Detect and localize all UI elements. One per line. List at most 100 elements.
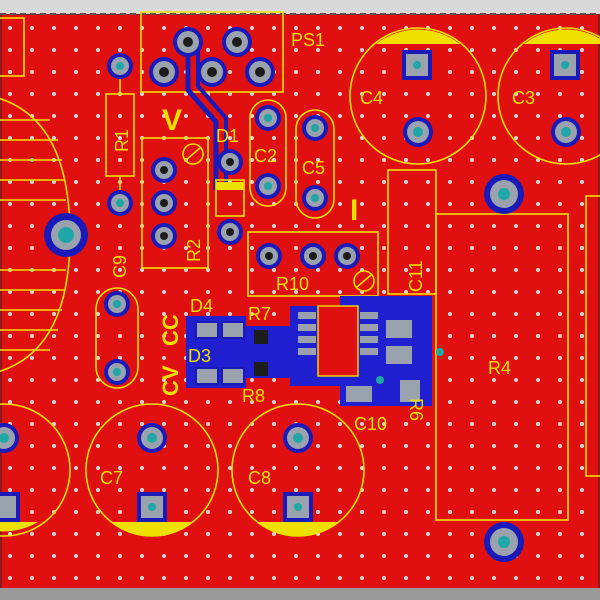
stitching-via [30, 554, 34, 558]
stitching-via [140, 400, 144, 404]
c4-outline [349, 27, 487, 165]
stitching-via [382, 488, 386, 492]
stitching-via [426, 290, 430, 294]
stitching-via [250, 532, 254, 536]
stitching-via [162, 334, 166, 338]
stitching-via [536, 26, 540, 30]
stitching-via [382, 422, 386, 426]
stitching-via [492, 422, 496, 426]
stitching-via [118, 554, 122, 558]
stitching-via [294, 466, 298, 470]
stitching-via [536, 290, 540, 294]
stitching-via [492, 114, 496, 118]
stitching-via [8, 356, 12, 360]
stitching-via [448, 356, 452, 360]
stitching-via [448, 532, 452, 536]
stitching-via [30, 532, 34, 536]
stitching-via [448, 136, 452, 140]
stitching-via [580, 400, 584, 404]
stitching-via [316, 422, 320, 426]
stitching-via [536, 246, 540, 250]
stitching-via [580, 510, 584, 514]
i-label: I [350, 194, 358, 227]
stitching-via [536, 312, 540, 316]
stitching-via [382, 180, 386, 184]
stitching-via [448, 334, 452, 338]
stitching-via [118, 488, 122, 492]
stitching-via [74, 488, 78, 492]
stitching-via [470, 444, 474, 448]
stitching-via [580, 224, 584, 228]
stitching-via [536, 510, 540, 514]
stitching-via [360, 114, 364, 118]
stitching-via [558, 422, 562, 426]
stitching-via [382, 246, 386, 250]
stitching-via [360, 554, 364, 558]
c8-label: C8 [248, 468, 271, 488]
stitching-via [338, 510, 342, 514]
stitching-via [514, 158, 518, 162]
stitching-via [492, 356, 496, 360]
stitching-via [294, 70, 298, 74]
stitching-via [250, 466, 254, 470]
stitching-via [338, 532, 342, 536]
stitching-via [250, 246, 254, 250]
stitching-via [470, 224, 474, 228]
stitching-via [52, 532, 56, 536]
stitching-via [30, 290, 34, 294]
stitching-via [294, 290, 298, 294]
stitching-via [8, 92, 12, 96]
stitching-via [382, 48, 386, 52]
stitching-via [514, 26, 518, 30]
stitching-via [140, 378, 144, 382]
stitching-via [184, 466, 188, 470]
stitching-via [558, 400, 562, 404]
stitching-via [52, 444, 56, 448]
r2-adjust-screw [182, 143, 204, 165]
stitching-via [162, 422, 166, 426]
stitching-via [52, 114, 56, 118]
stitching-via [228, 444, 232, 448]
stitching-via [96, 312, 100, 316]
stitching-via [8, 334, 12, 338]
stitching-via [316, 576, 320, 580]
stitching-via [316, 488, 320, 492]
stitching-via [558, 554, 562, 558]
stitching-via [294, 554, 298, 558]
stitching-via [30, 224, 34, 228]
r4-outline [435, 213, 569, 521]
stitching-via [294, 114, 298, 118]
r4-label: R4 [488, 358, 511, 378]
stitching-via [360, 532, 364, 536]
stitching-via [558, 224, 562, 228]
stitching-via [96, 510, 100, 514]
cc-label: CC [158, 314, 183, 346]
stitching-via [272, 422, 276, 426]
stitching-via [514, 334, 518, 338]
stitching-via [30, 246, 34, 250]
heatsink-fins [0, 119, 66, 351]
stitching-via [228, 576, 232, 580]
stitching-via [162, 268, 166, 272]
stitching-via [52, 48, 56, 52]
stitching-via [8, 378, 12, 382]
stitching-via [8, 202, 12, 206]
c5-outline [295, 109, 335, 219]
stitching-via [96, 268, 100, 272]
stitching-via [558, 576, 562, 580]
stitching-via [250, 224, 254, 228]
stitching-via [30, 378, 34, 382]
stitching-via [536, 92, 540, 96]
stitching-via [294, 48, 298, 52]
stitching-via [448, 48, 452, 52]
stitching-via [96, 488, 100, 492]
stitching-via [448, 180, 452, 184]
stitching-via [470, 422, 474, 426]
stitching-via [316, 554, 320, 558]
stitching-via [536, 180, 540, 184]
stitching-via [492, 488, 496, 492]
stitching-via [162, 48, 166, 52]
stitching-via [8, 290, 12, 294]
heatsink-mount-hole [58, 227, 74, 243]
